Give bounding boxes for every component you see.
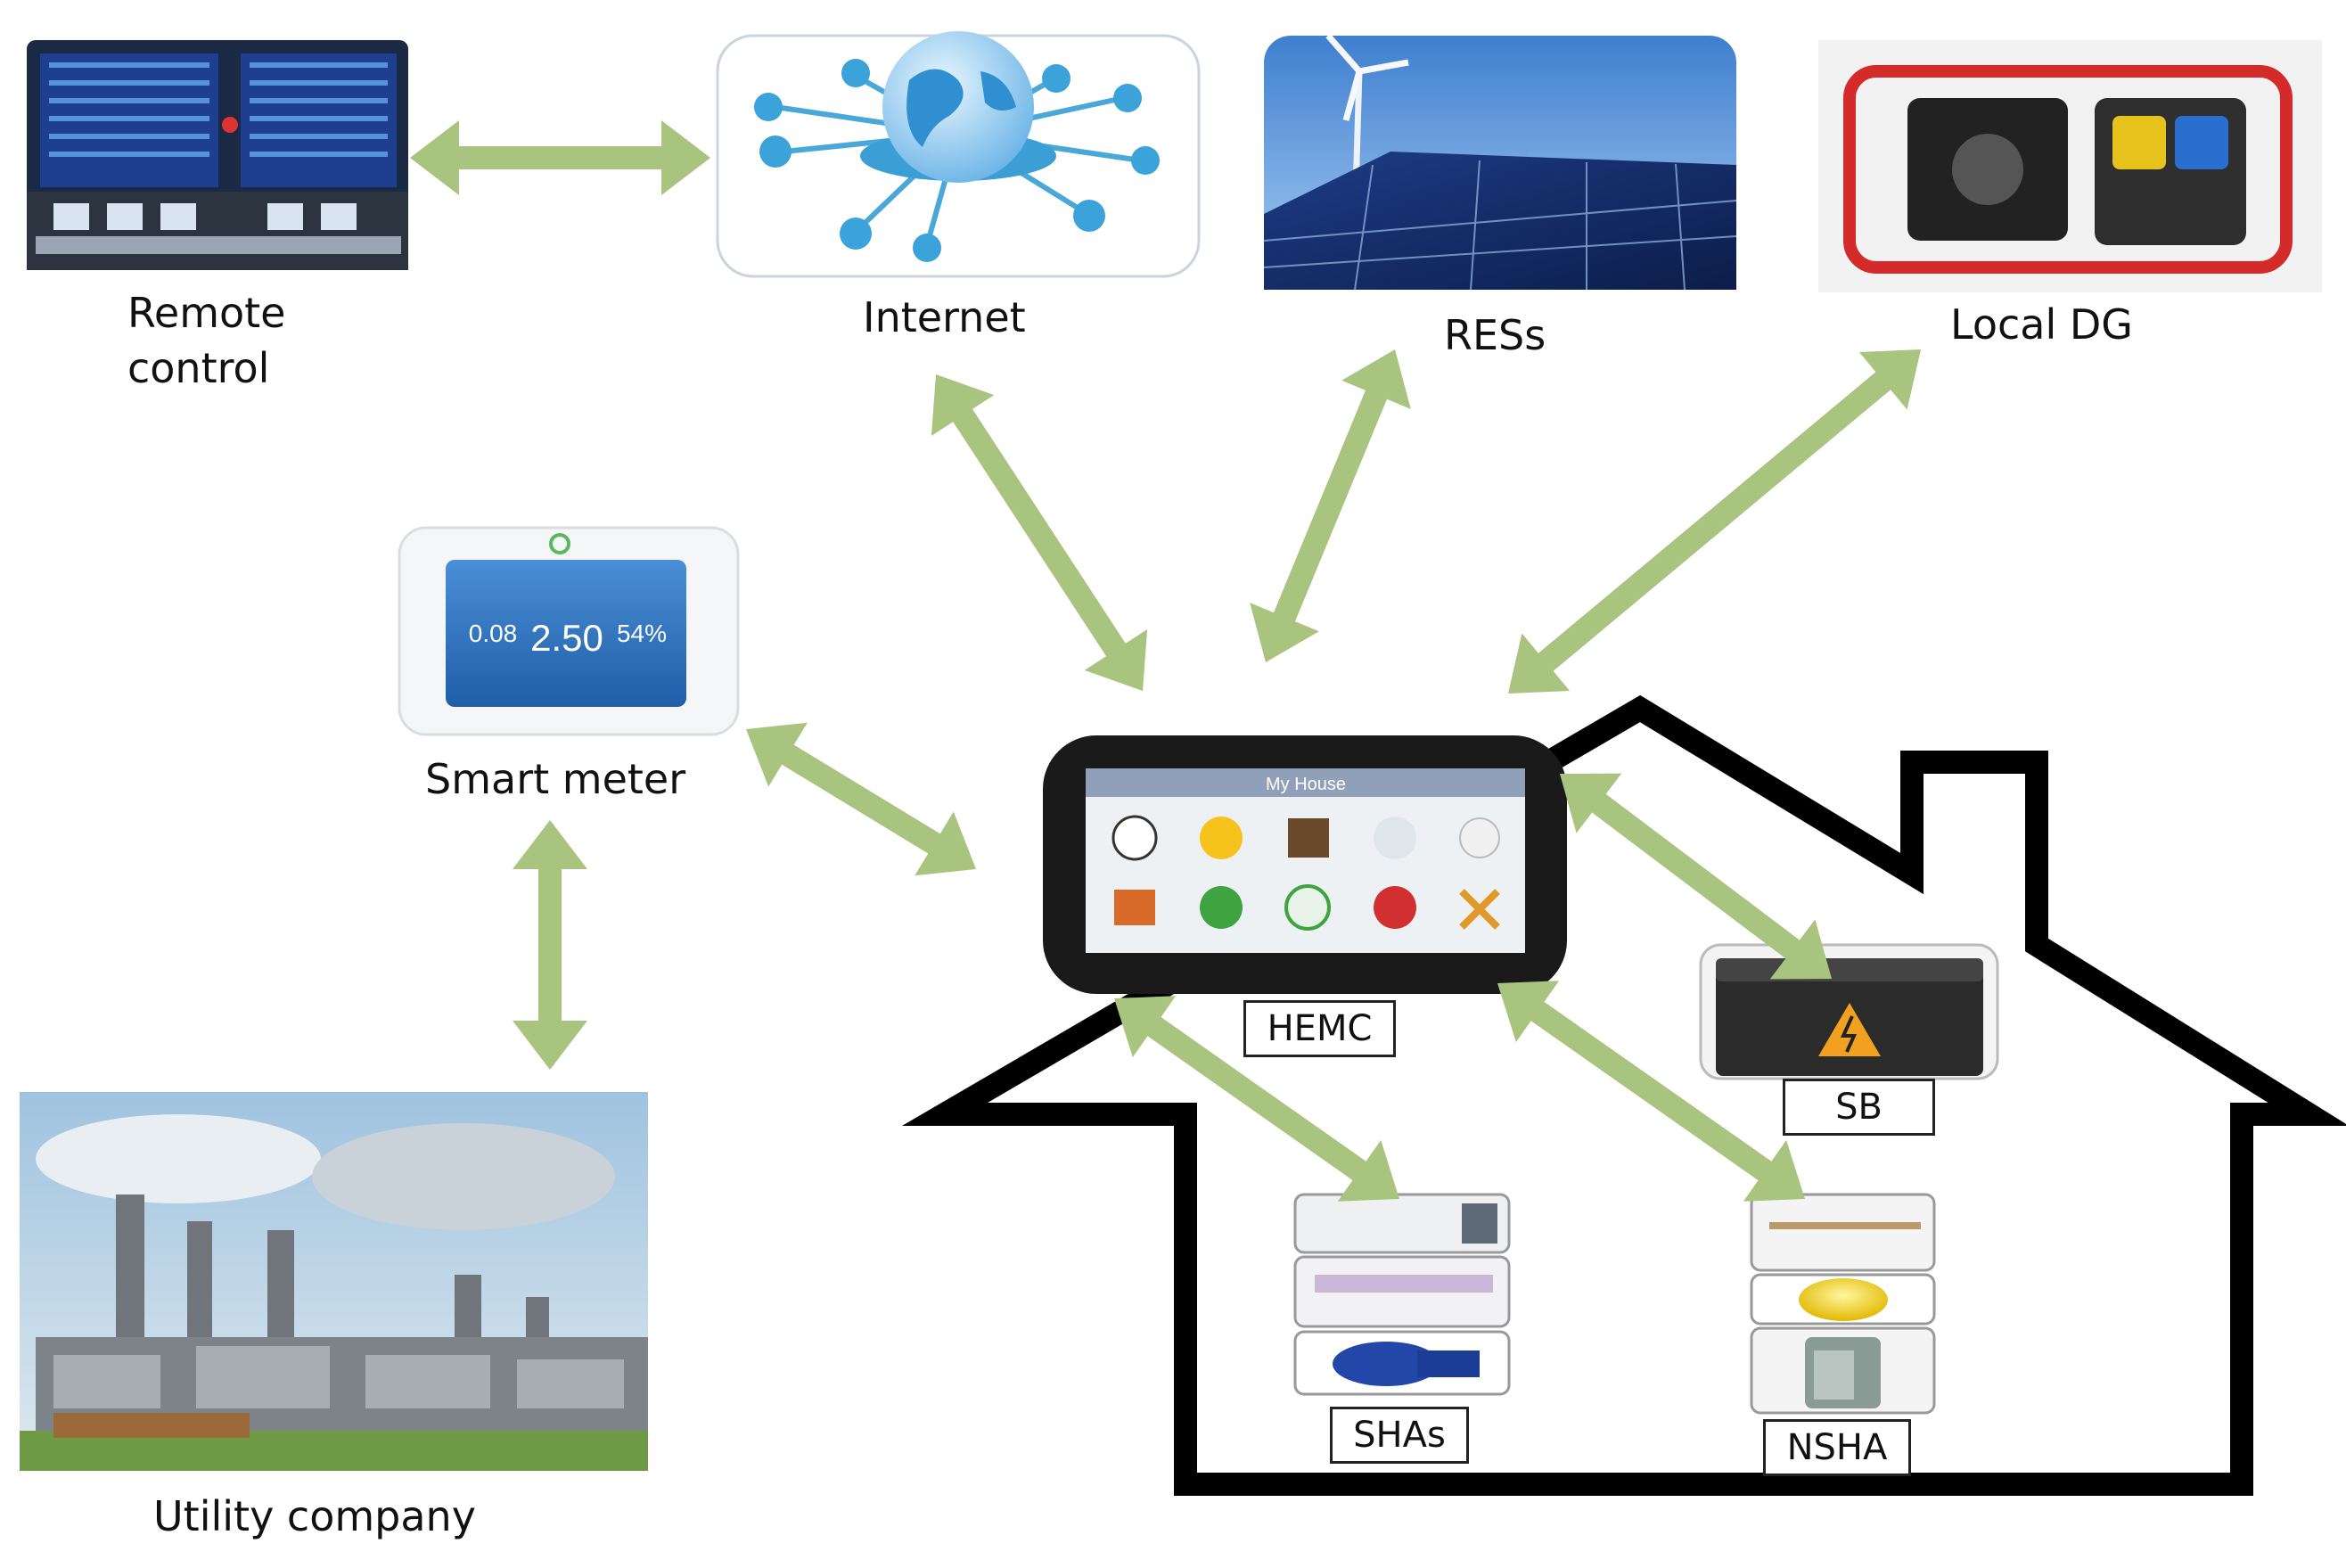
- nsha-appliances: [1750, 1193, 1936, 1415]
- arrow-hemc-nsha: [1497, 981, 1805, 1202]
- arrow-hemc-sb: [1560, 773, 1832, 980]
- shas-appliances: [1293, 1193, 1511, 1396]
- shas-label: SHAs: [1330, 1407, 1469, 1464]
- ress-label: RESs: [1444, 311, 1546, 359]
- arrow-remote-internet: [410, 120, 710, 195]
- smart-meter-label: Smart meter: [425, 755, 686, 803]
- nsha-label: NSHA: [1763, 1419, 1911, 1476]
- remote-control-image: [27, 40, 408, 270]
- arrow-localdg-hemc: [1508, 349, 1921, 694]
- arrow-hemc-shas: [1114, 996, 1399, 1202]
- hemc-label: HEMC: [1243, 1000, 1396, 1057]
- house-outline: [901, 694, 2346, 1496]
- utility-company-label: Utility company: [153, 1492, 476, 1540]
- arrow-meter-utility: [513, 820, 587, 1070]
- hemc-device: My House: [1043, 735, 1567, 994]
- internet-label: Internet: [863, 293, 1026, 341]
- utility-company-image: [20, 1092, 648, 1471]
- local-dg-image: [1818, 40, 2322, 292]
- connection-arrows: [410, 120, 1921, 1202]
- arrow-internet-hemc: [931, 374, 1148, 691]
- sb-battery: [1699, 943, 1999, 1080]
- arrow-meter-hemc: [746, 722, 976, 876]
- smart-meter-image: 0.08 2.50 54%: [398, 526, 740, 736]
- remote-control-label: Remote control: [127, 289, 286, 393]
- svg-text:54%: 54%: [617, 620, 667, 647]
- svg-text:0.08: 0.08: [469, 620, 518, 647]
- internet-image: [716, 31, 1201, 278]
- arrow-ress-hemc: [1250, 349, 1411, 662]
- ress-image: [1263, 33, 1737, 291]
- sb-label: SB: [1783, 1079, 1935, 1136]
- hemc-screen-title: My House: [1266, 775, 1346, 794]
- svg-text:2.50: 2.50: [530, 617, 603, 659]
- local-dg-label: Local DG: [1950, 300, 2133, 349]
